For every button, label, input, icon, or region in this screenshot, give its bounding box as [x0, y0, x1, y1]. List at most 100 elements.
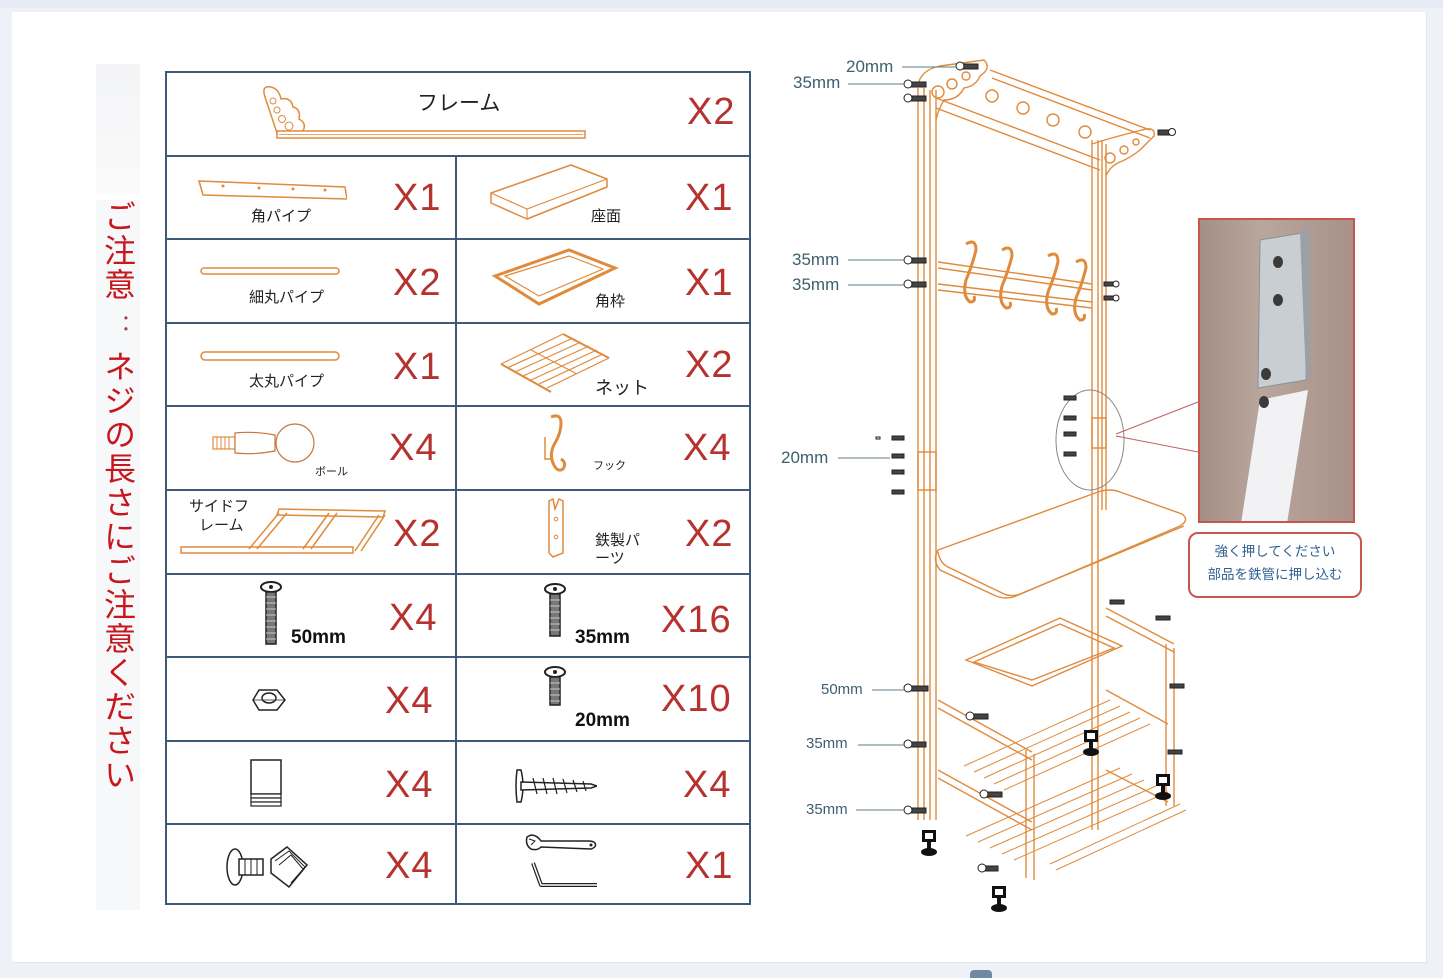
screw-length-label: 20mm: [781, 448, 829, 467]
part-cell: ボール X4: [167, 407, 457, 489]
part-cell: X4: [167, 742, 457, 823]
part-quantity: X2: [685, 513, 734, 555]
part-cell: 太丸パイプ X1: [167, 324, 457, 405]
coat-hooks: [963, 240, 1088, 322]
screw-length-label: 35mm: [792, 250, 840, 269]
part-quantity: X4: [385, 764, 434, 806]
screw-length-label: 35mm: [806, 801, 848, 818]
note-part2: ネジの長さにご注意ください: [99, 350, 137, 792]
thick-round-pipe-icon: [200, 351, 340, 361]
net-shelf-icon: [500, 333, 610, 393]
part-quantity: X2: [393, 513, 442, 555]
part-quantity: X16: [661, 599, 732, 641]
part-cell: 鉄製パ ーツ X2: [457, 491, 749, 573]
iron-part-photo: [1198, 218, 1355, 523]
screw-length-label: 20mm: [846, 57, 894, 76]
parts-row: フレーム X2: [167, 73, 749, 157]
part-name: 座面: [591, 207, 622, 225]
part-cell: 20mm X10: [457, 658, 749, 740]
part-quantity: X4: [389, 597, 438, 639]
part-name: フレーム: [417, 91, 501, 115]
square-pipe-icon: [197, 180, 347, 200]
part-cell: X4: [457, 742, 749, 823]
part-cell: X1: [457, 825, 749, 903]
part-quantity: X1: [685, 262, 734, 304]
scroll-indicator[interactable]: [970, 970, 992, 978]
parts-row: X4 X1: [167, 825, 749, 903]
part-quantity: X1: [393, 177, 442, 219]
leader-lines: [838, 66, 956, 811]
screws: [875, 61, 1185, 873]
part-name: 35mm: [575, 627, 630, 648]
part-quantity: X4: [683, 427, 732, 469]
part-name: 50mm: [291, 627, 346, 648]
part-cell: 35mm X16: [457, 575, 749, 656]
part-quantity: X1: [393, 346, 442, 388]
instruction-callout: 強く押してください 部品を鉄管に押し込む: [1188, 532, 1362, 598]
part-cell: 角パイプ X1: [167, 157, 457, 238]
part-quantity: X2: [687, 91, 736, 133]
part-name-line2: ーツ: [595, 549, 625, 567]
part-name-line2: レーム: [199, 516, 244, 534]
part-cell: フック X4: [457, 407, 749, 489]
top-bar: [0, 0, 1443, 8]
bolt-50mm-icon: [260, 581, 282, 645]
part-name: ネット: [595, 378, 649, 399]
parts-row: X4 20mm X10: [167, 658, 749, 742]
exploded-assembly-diagram: [838, 59, 1199, 912]
part-quantity: X1: [685, 177, 734, 219]
parts-row: サイドフ レーム X2 鉄製パ ーツ: [167, 491, 749, 575]
note-colon: ：: [106, 314, 131, 338]
pipe-insert-photo-icon: [1241, 228, 1310, 521]
parts-row: 細丸パイプ X2 角枠 X1: [167, 240, 749, 324]
part-name: サイドフ レーム: [189, 497, 249, 535]
part-quantity: X4: [385, 680, 434, 722]
detail-circle: [1055, 389, 1125, 491]
part-name: 鉄製パ ーツ: [595, 531, 640, 567]
square-frame-icon: [491, 248, 619, 306]
parts-row: 角パイプ X1 座面 X1: [167, 157, 749, 240]
screw-length-label: 50mm: [821, 681, 863, 698]
parts-row: X4 X4: [167, 742, 749, 825]
note-part1: ご注意: [99, 200, 137, 302]
seat-board-icon: [490, 164, 608, 220]
part-name: 太丸パイプ: [249, 372, 325, 390]
screw-length-label: 35mm: [793, 73, 841, 92]
bolt-35mm-icon: [544, 583, 566, 637]
part-quantity: X4: [385, 845, 434, 887]
part-cell: 座面 X1: [457, 157, 749, 238]
iron-part-icon: [548, 497, 564, 558]
part-cell: サイドフ レーム X2: [167, 491, 457, 573]
part-quantity: X1: [685, 845, 734, 887]
part-name: 20mm: [575, 710, 630, 731]
part-cell: 角枠 X1: [457, 240, 749, 322]
part-name: 角枠: [595, 292, 626, 310]
parts-row: 50mm X4 35mm X16: [167, 575, 749, 658]
part-quantity: X2: [685, 344, 734, 386]
part-quantity: X4: [389, 427, 438, 469]
screw-length-label: 35mm: [792, 275, 840, 294]
part-name: ボール: [315, 465, 348, 478]
part-cell: 細丸パイプ X2: [167, 240, 457, 322]
part-quantity: X4: [683, 764, 732, 806]
thin-round-pipe-icon: [200, 267, 340, 275]
length-warning-note: ご注意 ： ネジの長さにご注意ください: [96, 200, 140, 910]
part-name: フック: [593, 459, 626, 472]
parts-list-table: フレーム X2 角パイプ X1 座面 X1: [165, 71, 751, 905]
adjustable-feet: [921, 730, 1171, 912]
part-name: 角パイプ: [251, 207, 312, 225]
wrench-hex-key-icon: [525, 834, 597, 887]
adjustable-foot-icon: [226, 846, 309, 889]
note-fade: [96, 64, 140, 194]
ball-knob-icon: [212, 423, 315, 463]
foot-cap-icon: [250, 759, 282, 807]
part-name-line1: 鉄製パ: [595, 531, 641, 549]
side-frame-icon: [180, 508, 387, 554]
part-cell: 50mm X4: [167, 575, 457, 656]
hex-nut-icon: [252, 689, 286, 711]
part-cell: X4: [167, 658, 457, 740]
frame-outline: [917, 59, 1187, 880]
bolt-20mm-icon: [544, 666, 566, 706]
part-name: 細丸パイプ: [249, 288, 325, 306]
frame-part-icon: [263, 85, 586, 139]
